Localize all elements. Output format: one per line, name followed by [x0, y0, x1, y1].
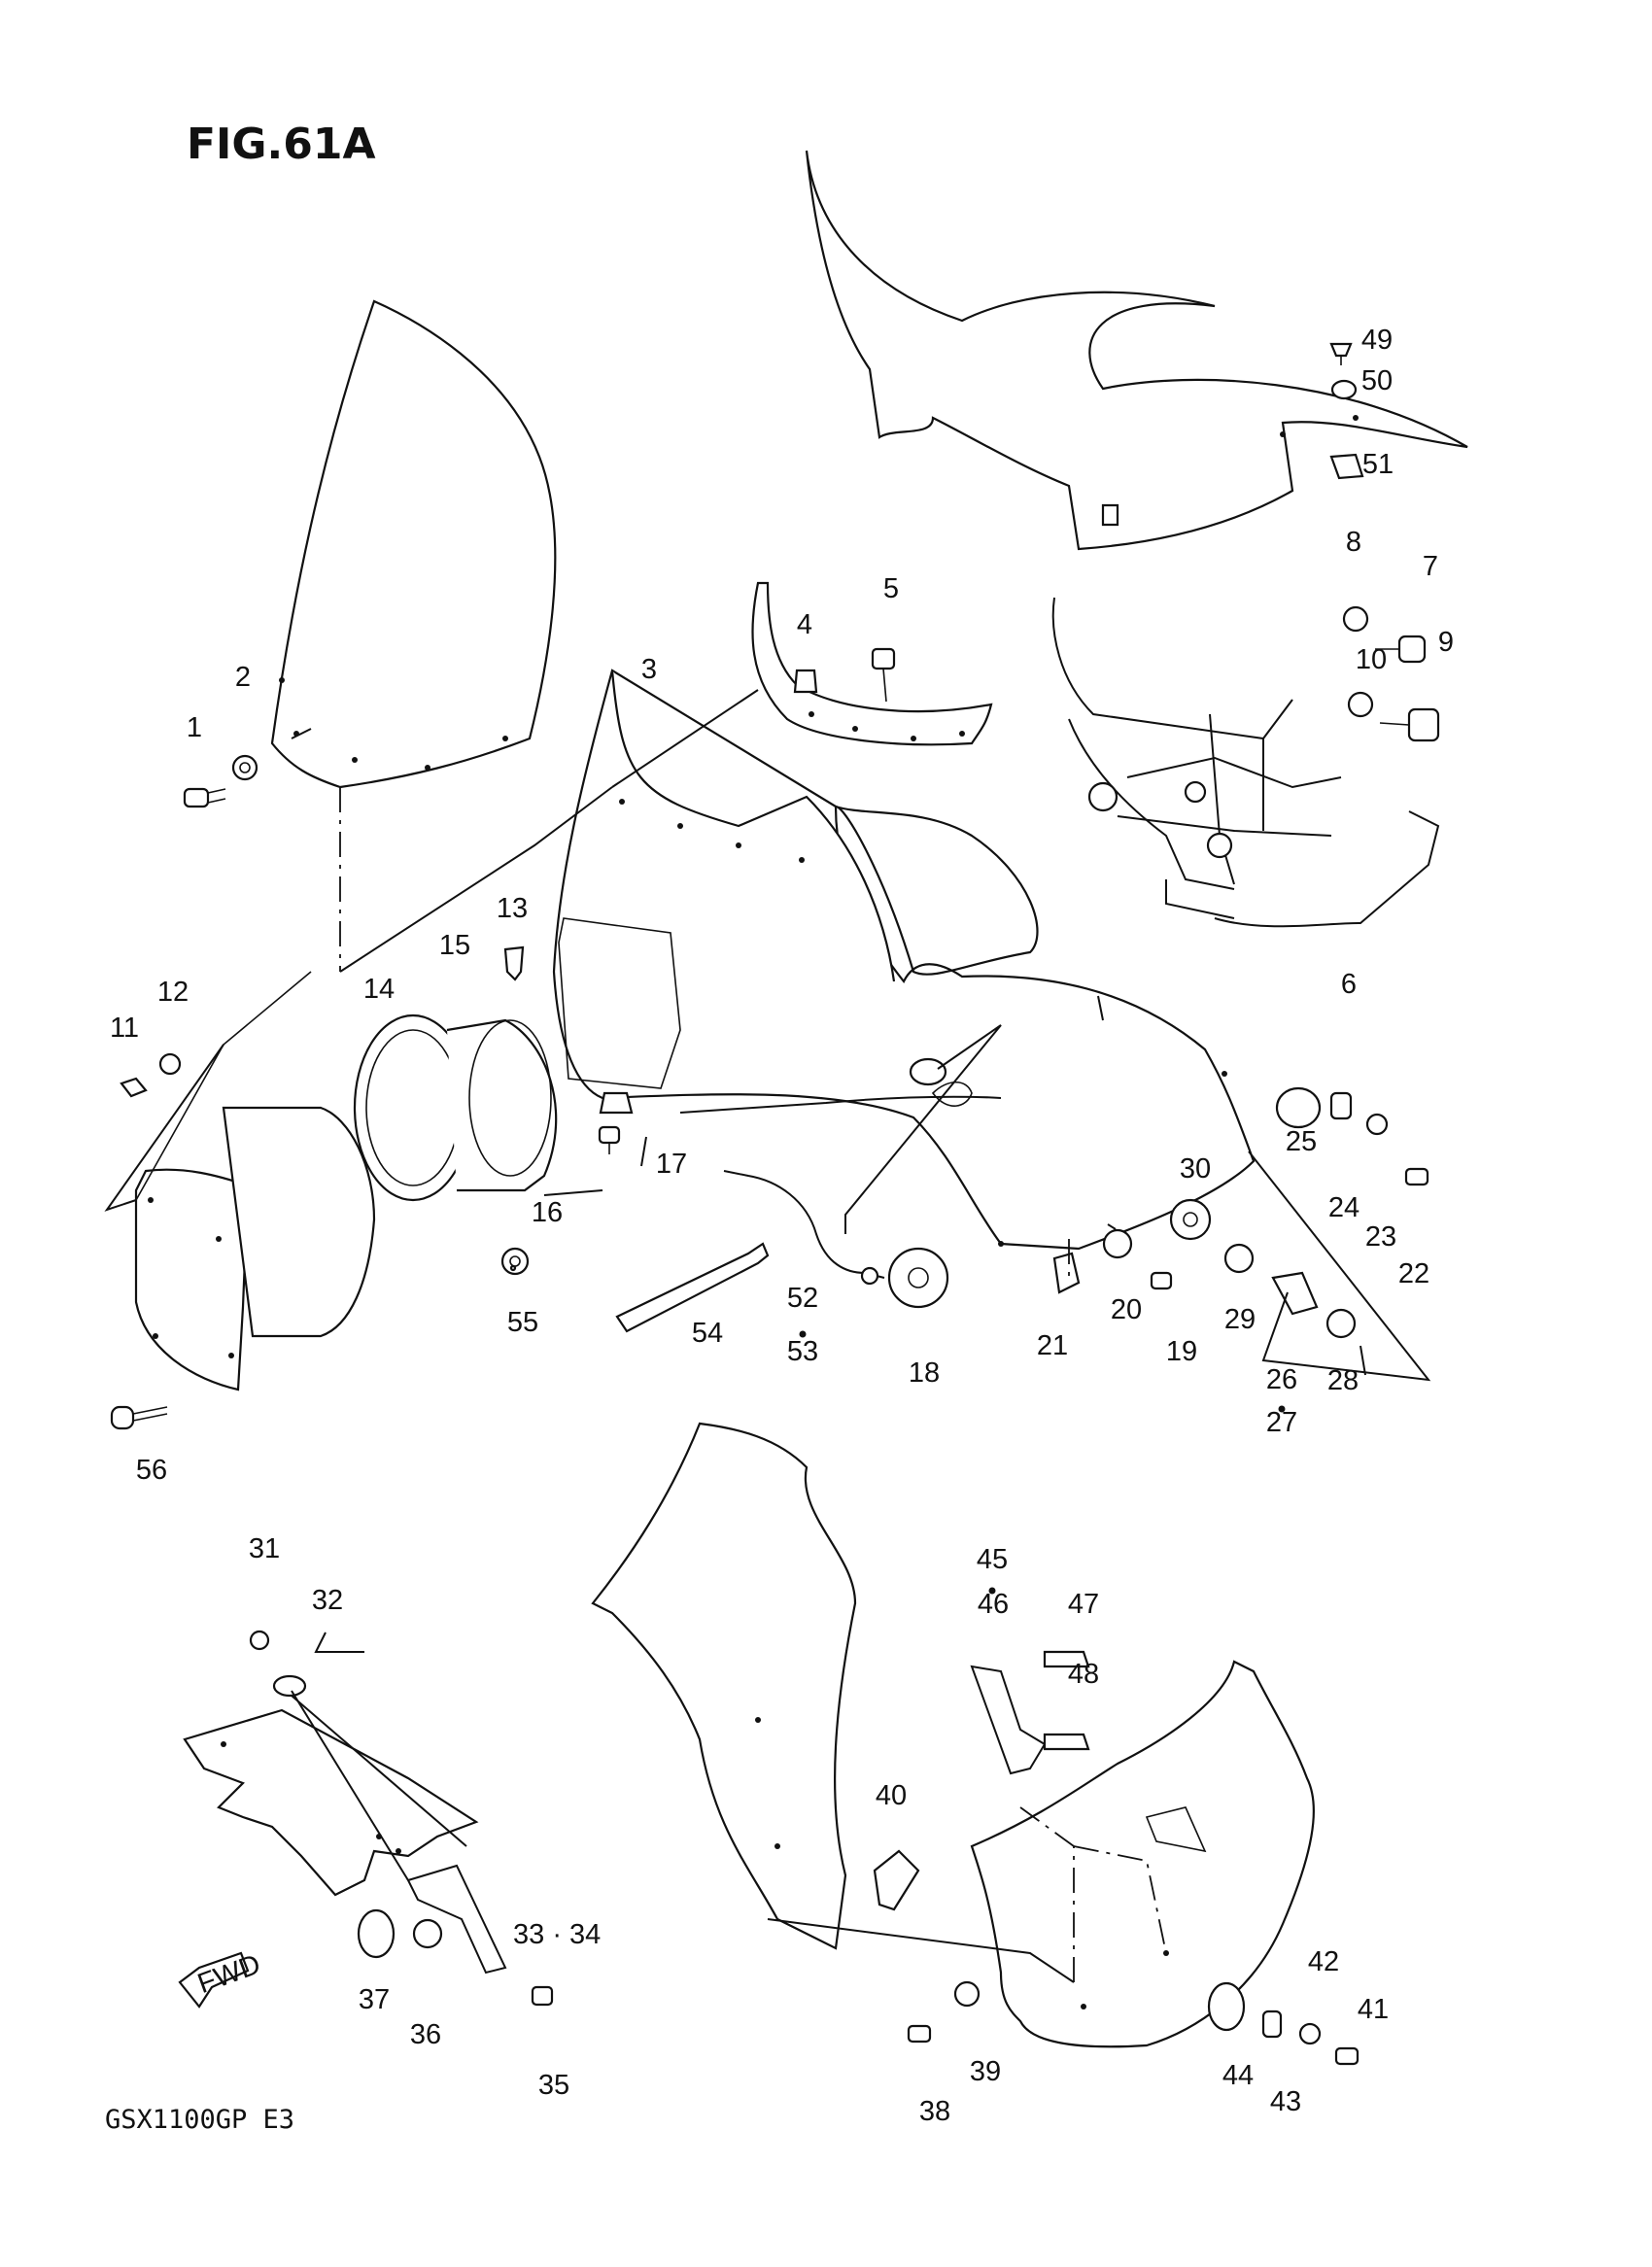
callout-48: 48	[1068, 1659, 1099, 1690]
callout-1: 1	[187, 712, 202, 743]
callout-4: 4	[797, 609, 812, 640]
callout-18: 18	[909, 1357, 940, 1389]
small-parts: FWD	[110, 342, 1440, 2066]
callout-33-34: 33 · 34	[513, 1919, 601, 1950]
callout-22: 22	[1398, 1258, 1429, 1289]
callout-51: 51	[1362, 449, 1394, 480]
callout-14: 14	[363, 974, 395, 1005]
callout-25: 25	[1286, 1126, 1317, 1157]
headlight-rim	[353, 1013, 558, 1202]
callout-16: 16	[532, 1197, 563, 1228]
callout-36: 36	[410, 2019, 441, 2050]
callout-6: 6	[1341, 969, 1357, 1000]
lower-cowl-left	[591, 1422, 857, 1950]
callout-24: 24	[1328, 1192, 1359, 1223]
callout-49: 49	[1361, 325, 1393, 356]
callout-20: 20	[1111, 1294, 1142, 1325]
callout-28: 28	[1327, 1365, 1359, 1396]
windscreen	[270, 299, 557, 789]
headlight-housing	[134, 1106, 376, 1391]
callout-55: 55	[507, 1307, 538, 1338]
upper-fairing-panel	[805, 150, 1468, 551]
callout-40: 40	[876, 1780, 907, 1811]
callout-43: 43	[1270, 2086, 1301, 2117]
callout-50: 50	[1361, 365, 1393, 396]
callout-53: 53	[787, 1336, 818, 1367]
callout-35: 35	[538, 2070, 569, 2101]
callout-5: 5	[883, 573, 899, 604]
callout-separator-dot	[988, 1587, 996, 1595]
callout-12: 12	[157, 977, 189, 1008]
callout-19: 19	[1166, 1336, 1197, 1367]
callout-separator-dot	[1278, 1405, 1286, 1413]
callout-32: 32	[312, 1585, 343, 1616]
callout-37: 37	[359, 1984, 390, 2015]
model-label: GSX1100GP E3	[105, 2105, 294, 2135]
callout-8: 8	[1346, 527, 1361, 558]
lower-cowl-right	[970, 1660, 1315, 2048]
callout-42: 42	[1308, 1946, 1339, 1977]
fwd-arrow-icon: FWD	[178, 1948, 264, 2009]
callout-15: 15	[439, 930, 470, 961]
callout-9: 9	[1438, 627, 1454, 658]
front-fairing	[552, 669, 1256, 1251]
upper-bracket	[751, 581, 993, 746]
callout-2: 2	[235, 662, 251, 693]
callout-31: 31	[249, 1533, 280, 1564]
callout-11: 11	[110, 1013, 139, 1044]
callout-17: 17	[656, 1149, 687, 1180]
callout-56: 56	[136, 1455, 167, 1486]
left-cover-plate	[183, 1708, 479, 1897]
callout-45: 45	[977, 1544, 1008, 1575]
callout-30: 30	[1180, 1153, 1211, 1185]
callout-26: 26	[1266, 1364, 1297, 1395]
figure-title: FIG.61A	[187, 120, 376, 169]
callout-44: 44	[1222, 2060, 1254, 2091]
leader-lines	[104, 689, 1431, 1983]
callout-23: 23	[1365, 1221, 1396, 1253]
callout-41: 41	[1358, 1994, 1389, 2025]
callout-10: 10	[1356, 644, 1387, 675]
callout-21: 21	[1037, 1330, 1068, 1361]
callout-39: 39	[970, 2056, 1001, 2087]
callout-47: 47	[1068, 1589, 1099, 1620]
callout-3: 3	[641, 654, 657, 685]
callout-38: 38	[919, 2096, 950, 2127]
callout-7: 7	[1423, 551, 1438, 582]
callout-52: 52	[787, 1283, 818, 1314]
callout-13: 13	[497, 893, 528, 924]
callout-29: 29	[1224, 1304, 1256, 1335]
callout-separator-dot	[799, 1330, 807, 1338]
fairing-stay-frame	[1051, 597, 1440, 928]
callout-54: 54	[692, 1318, 723, 1349]
